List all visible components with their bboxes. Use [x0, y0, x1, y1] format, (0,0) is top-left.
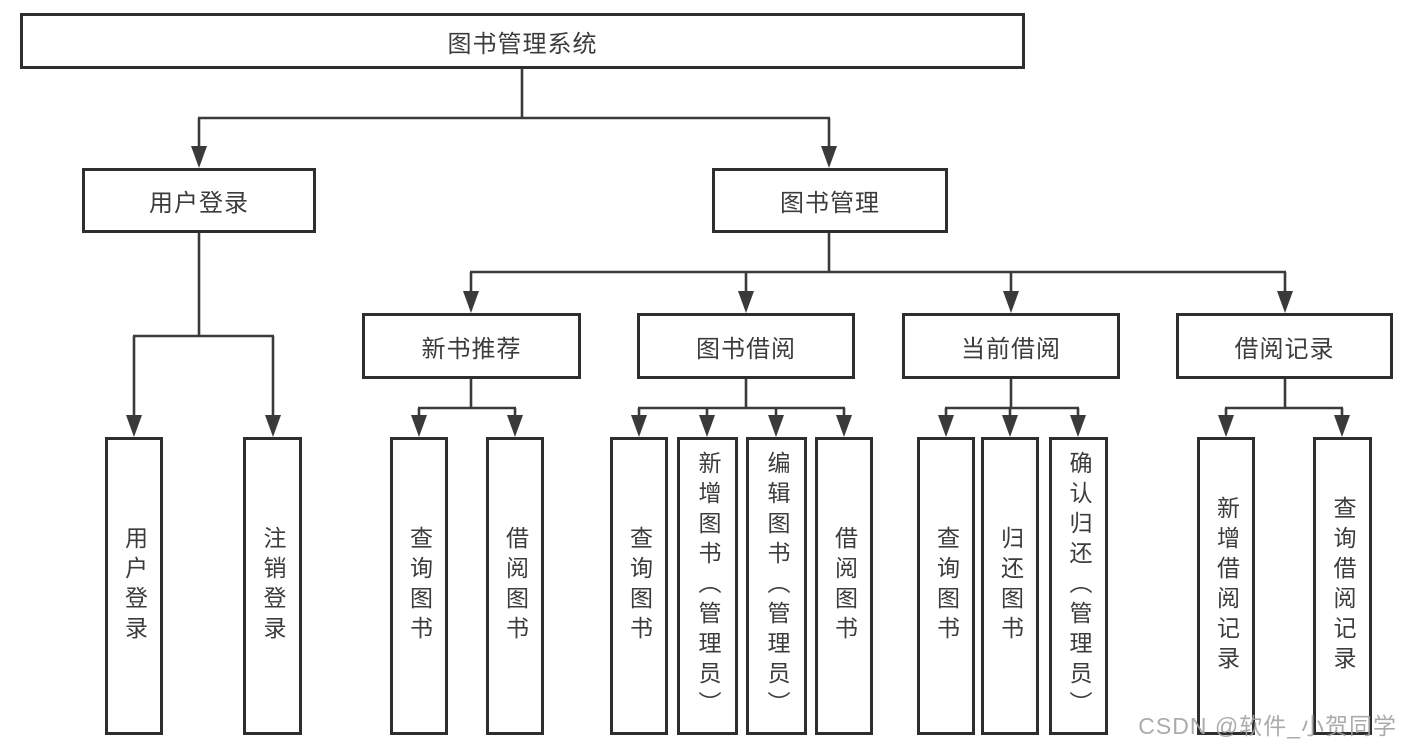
- leaf-label: 借阅图书: [831, 526, 858, 646]
- node-leaf-return-books: 归还图书: [981, 437, 1039, 735]
- node-leaf-query-books-recommend: 查询图书: [390, 437, 448, 735]
- node-book-management: 图书管理: [712, 168, 948, 233]
- node-leaf-user-login: 用户登录: [105, 437, 163, 735]
- leaf-label: 新增借阅记录: [1213, 496, 1240, 676]
- leaf-label: 借阅图书: [502, 526, 529, 646]
- leaf-label: 编辑图书（管理员）: [764, 451, 790, 721]
- node-leaf-query-borrow-record: 查询借阅记录: [1313, 437, 1372, 735]
- leaf-label: 新增图书（管理员）: [695, 451, 721, 721]
- connector-book-borrow-split: [631, 379, 852, 437]
- connector-user-login-split: [126, 233, 281, 437]
- node-borrowing-records: 借阅记录: [1176, 313, 1393, 379]
- connector-borrow-records-split: [1218, 379, 1350, 437]
- connector-root-split: [191, 69, 837, 168]
- node-leaf-borrow-books-recommend: 借阅图书: [486, 437, 544, 735]
- node-leaf-edit-books-admin: 编辑图书（管理员）: [746, 437, 807, 735]
- leaf-label: 注销登录: [260, 526, 286, 646]
- leaf-label: 查询借阅记录: [1330, 496, 1356, 676]
- leaf-label: 查询图书: [933, 526, 960, 646]
- node-new-book-recommend: 新书推荐: [362, 313, 581, 379]
- node-user-login: 用户登录: [82, 168, 316, 233]
- node-current-borrowing: 当前借阅: [902, 313, 1120, 379]
- leaf-label: 归还图书: [997, 526, 1024, 646]
- node-leaf-add-borrow-record: 新增借阅记录: [1197, 437, 1255, 735]
- connector-new-book-split: [411, 379, 523, 437]
- leaf-label: 确认归还（管理员）: [1066, 451, 1092, 721]
- leaf-label: 查询图书: [406, 526, 433, 646]
- connector-current-borrow-split: [938, 379, 1086, 437]
- node-library-management-system: 图书管理系统: [20, 13, 1025, 69]
- leaf-label: 查询图书: [626, 526, 653, 646]
- leaf-label: 用户登录: [121, 526, 148, 646]
- node-leaf-add-books-admin: 新增图书（管理员）: [677, 437, 738, 735]
- csdn-watermark: CSDN @软件_小贺同学: [1138, 713, 1397, 739]
- node-leaf-confirm-return-admin: 确认归还（管理员）: [1049, 437, 1108, 735]
- node-book-borrowing: 图书借阅: [637, 313, 855, 379]
- connector-book-mgmt-split: [463, 233, 1293, 313]
- node-leaf-query-books-current: 查询图书: [917, 437, 975, 735]
- node-leaf-logout: 注销登录: [243, 437, 302, 735]
- node-leaf-query-books-borrow: 查询图书: [610, 437, 668, 735]
- node-leaf-borrow-books: 借阅图书: [815, 437, 873, 735]
